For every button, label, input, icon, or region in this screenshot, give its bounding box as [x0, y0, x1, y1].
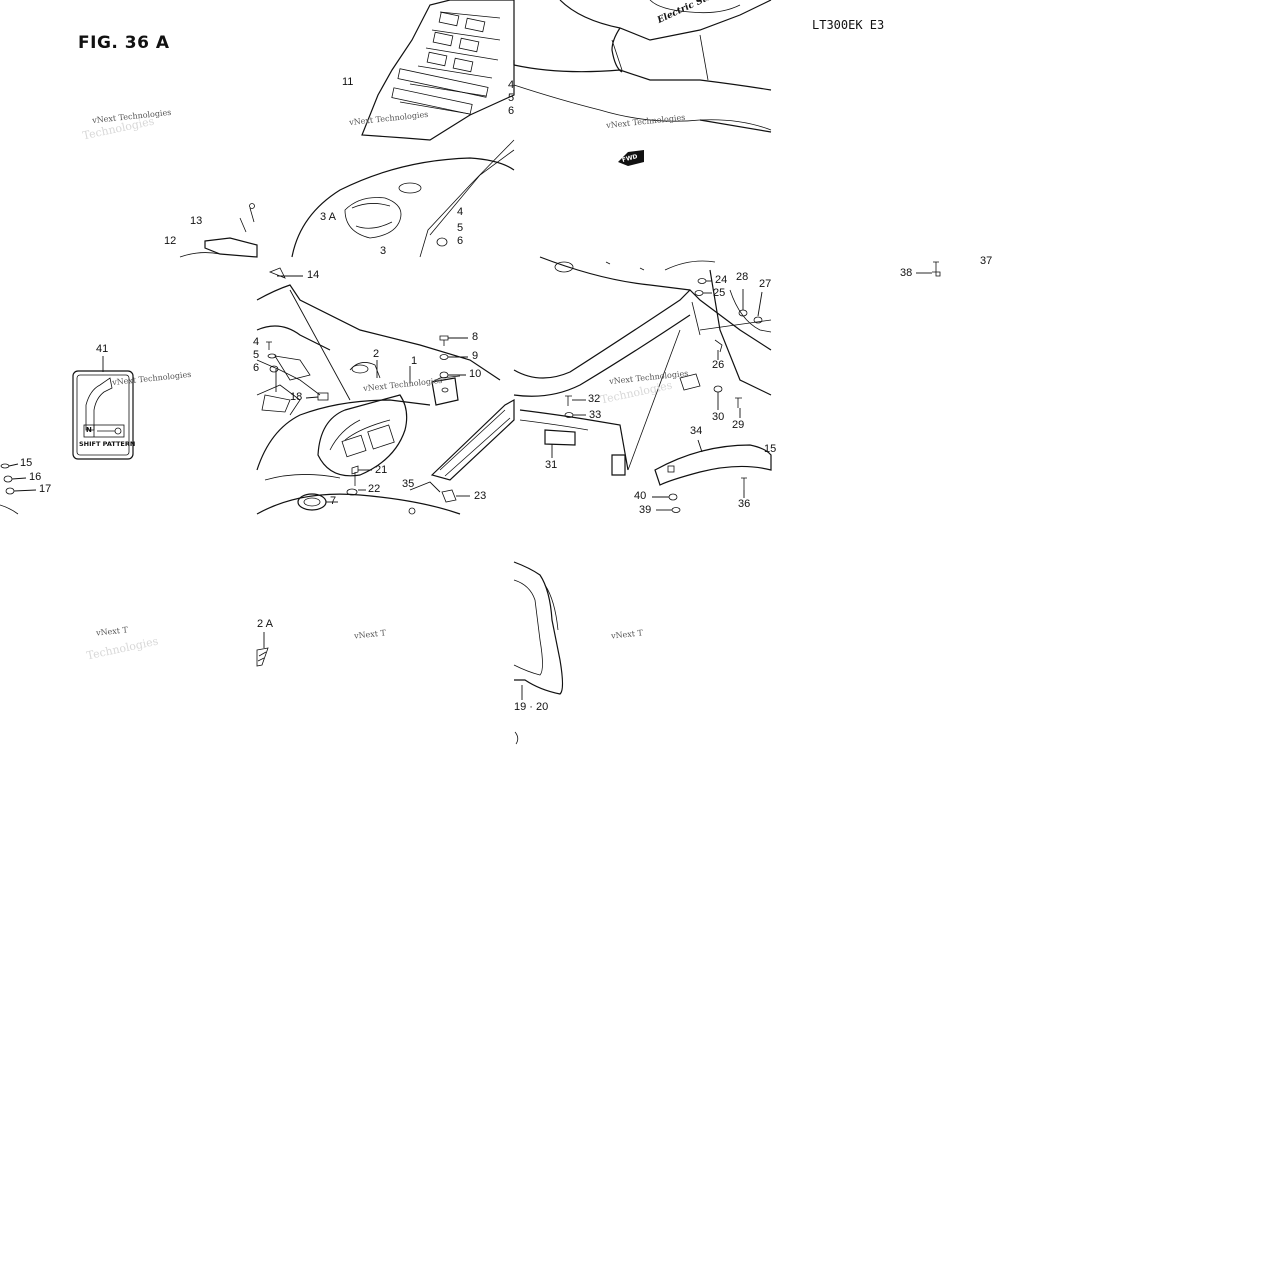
callout-label: 22 [368, 483, 381, 495]
callout-label: 13 [190, 215, 203, 227]
grommet-7 [297, 493, 338, 511]
electric-start-badge-side [317, 394, 408, 477]
callout-label: 1 [411, 355, 418, 367]
callout-label: 3 A [320, 211, 336, 223]
side-cover-19-20 [513, 561, 564, 745]
front-fender-side [513, 256, 772, 397]
shift-pattern-decal [72, 356, 134, 460]
bracket-12 [179, 237, 258, 258]
fasteners-40-39-36 [652, 477, 747, 513]
callout-label: 2 [373, 348, 380, 360]
neutral-letter: N [86, 426, 92, 434]
callout-label: 15 [764, 443, 777, 455]
callout-label: 32 [588, 393, 601, 405]
callout-label: 9 [472, 350, 479, 362]
callout-label: 26 [712, 359, 725, 371]
callout-label: 19 · 20 [514, 701, 549, 713]
callout-label: 16 [29, 471, 42, 483]
callout-label: 35 [402, 478, 415, 490]
callout-label: 36 [738, 498, 751, 510]
clip-18 [305, 392, 329, 401]
callout-label: 7 [330, 495, 337, 507]
fwd-arrow [618, 150, 644, 166]
callout-label: 6 [253, 362, 260, 374]
cap-23-35 [408, 481, 470, 515]
callout-label: 24 [715, 274, 728, 286]
piece-2a [256, 632, 269, 667]
electric-start-badge-right [430, 398, 515, 481]
leader-lines-center [268, 267, 411, 401]
callout-label: 5 [457, 222, 464, 234]
bolt-38 [916, 261, 941, 277]
callout-label: 15 [20, 457, 33, 469]
callout-label: 33 [589, 409, 602, 421]
callout-label: 39 [639, 504, 652, 516]
callout-label: 11 [342, 76, 354, 88]
bolt-21-washer-22 [346, 465, 372, 496]
callout-label: 8 [472, 331, 479, 343]
callout-label: 31 [545, 459, 558, 471]
callout-label: 40 [634, 490, 647, 502]
callout-label: 2 A [257, 618, 273, 630]
callout-label: 6 [508, 105, 515, 117]
callout-label: 38 [900, 267, 913, 279]
rear-fender-upper [291, 139, 515, 258]
rear-carrier-grille [361, 0, 515, 141]
callout-label: 5 [508, 92, 515, 104]
callout-label: 25 [713, 287, 726, 299]
model-code: LT300EK E3 [812, 18, 885, 32]
callout-label: 21 [375, 464, 388, 476]
shift-pattern-label: SHIFT PATTERN [79, 440, 136, 448]
callout-label: 34 [690, 425, 703, 437]
bolt-13 [239, 203, 255, 233]
callout-label: 37 [980, 255, 993, 267]
electric-start-badge-top [344, 197, 402, 239]
callout-label: 28 [736, 271, 749, 283]
mud-flap-34 [654, 439, 772, 486]
callout-label: 3 [380, 245, 387, 257]
callout-label: 10 [469, 368, 482, 380]
callout-label: 12 [164, 235, 177, 247]
front-fender-body [256, 284, 501, 515]
figure-title: FIG. 36 A [78, 33, 170, 53]
callout-label: 41 [96, 343, 109, 355]
callout-label: 23 [474, 490, 487, 502]
bolts-4-5-6-center [266, 341, 279, 392]
front-fender-top [513, 0, 772, 133]
callout-label: 4 [253, 336, 260, 348]
callout-label: 5 [253, 349, 260, 361]
callout-label: 29 [732, 419, 745, 431]
stay-26-29 [679, 339, 742, 418]
callout-label: 6 [457, 235, 464, 247]
callout-label: 4 [457, 206, 464, 218]
callout-label: 17 [39, 483, 52, 495]
callout-label: 14 [307, 269, 320, 281]
fasteners-24-25-28-27 [694, 278, 763, 324]
callout-label: 18 [290, 391, 303, 403]
bolts-8-9-10 [439, 335, 468, 379]
bolts-32-33 [564, 395, 586, 418]
callout-label: 27 [759, 278, 772, 290]
callout-label: 30 [712, 411, 725, 423]
fasteners-15-16-17 [0, 463, 37, 515]
callout-label: 4 [508, 79, 515, 91]
